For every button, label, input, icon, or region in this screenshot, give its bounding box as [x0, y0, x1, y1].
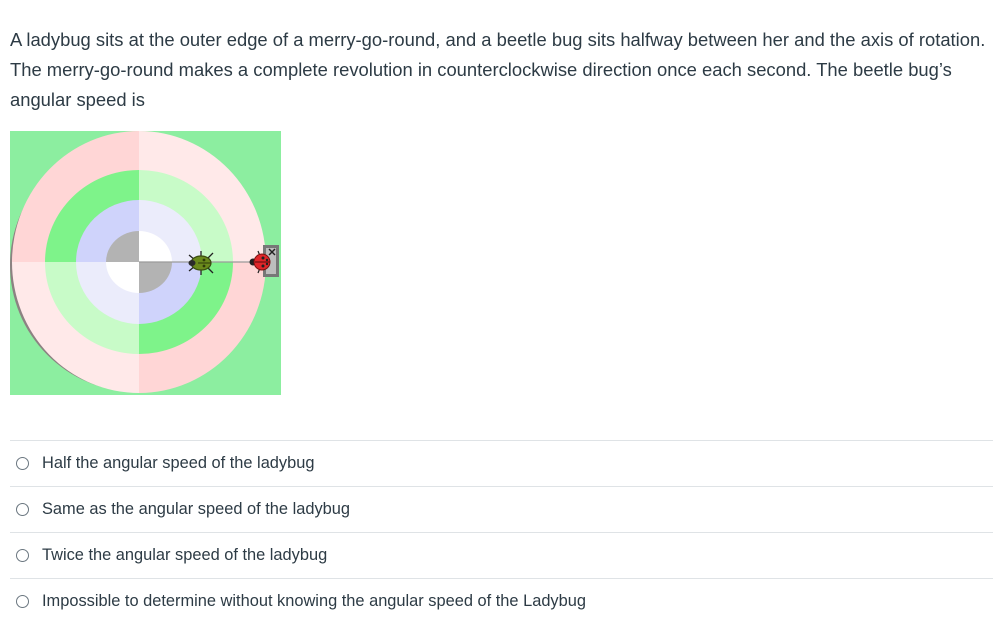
answer-option[interactable]: Same as the angular speed of the ladybug	[10, 487, 993, 533]
merry-go-round-image	[10, 131, 281, 395]
beetle-icon	[188, 251, 214, 275]
answer-label: Twice the angular speed of the ladybug	[42, 546, 328, 564]
question-text: A ladybug sits at the outer edge of a me…	[10, 29, 986, 110]
radio-button[interactable]	[16, 457, 29, 470]
radio-button[interactable]	[16, 503, 29, 516]
center-hub	[106, 231, 172, 293]
answer-label: Same as the angular speed of the ladybug	[42, 500, 350, 518]
answer-label: Impossible to determine without knowing …	[42, 591, 586, 610]
answer-option[interactable]: Impossible to determine without knowing …	[10, 579, 993, 623]
ladybug-icon	[249, 250, 271, 274]
answer-option[interactable]: Half the angular speed of the ladybug	[10, 441, 993, 487]
marker-icon	[268, 248, 276, 256]
answer-list: Half the angular speed of the ladybug Sa…	[10, 440, 993, 623]
answer-option[interactable]: Twice the angular speed of the ladybug	[10, 533, 993, 579]
merry-go-round-diagram	[10, 131, 281, 395]
radio-button[interactable]	[16, 594, 29, 608]
answer-label: Half the angular speed of the ladybug	[42, 454, 315, 472]
radio-button[interactable]	[16, 549, 29, 562]
